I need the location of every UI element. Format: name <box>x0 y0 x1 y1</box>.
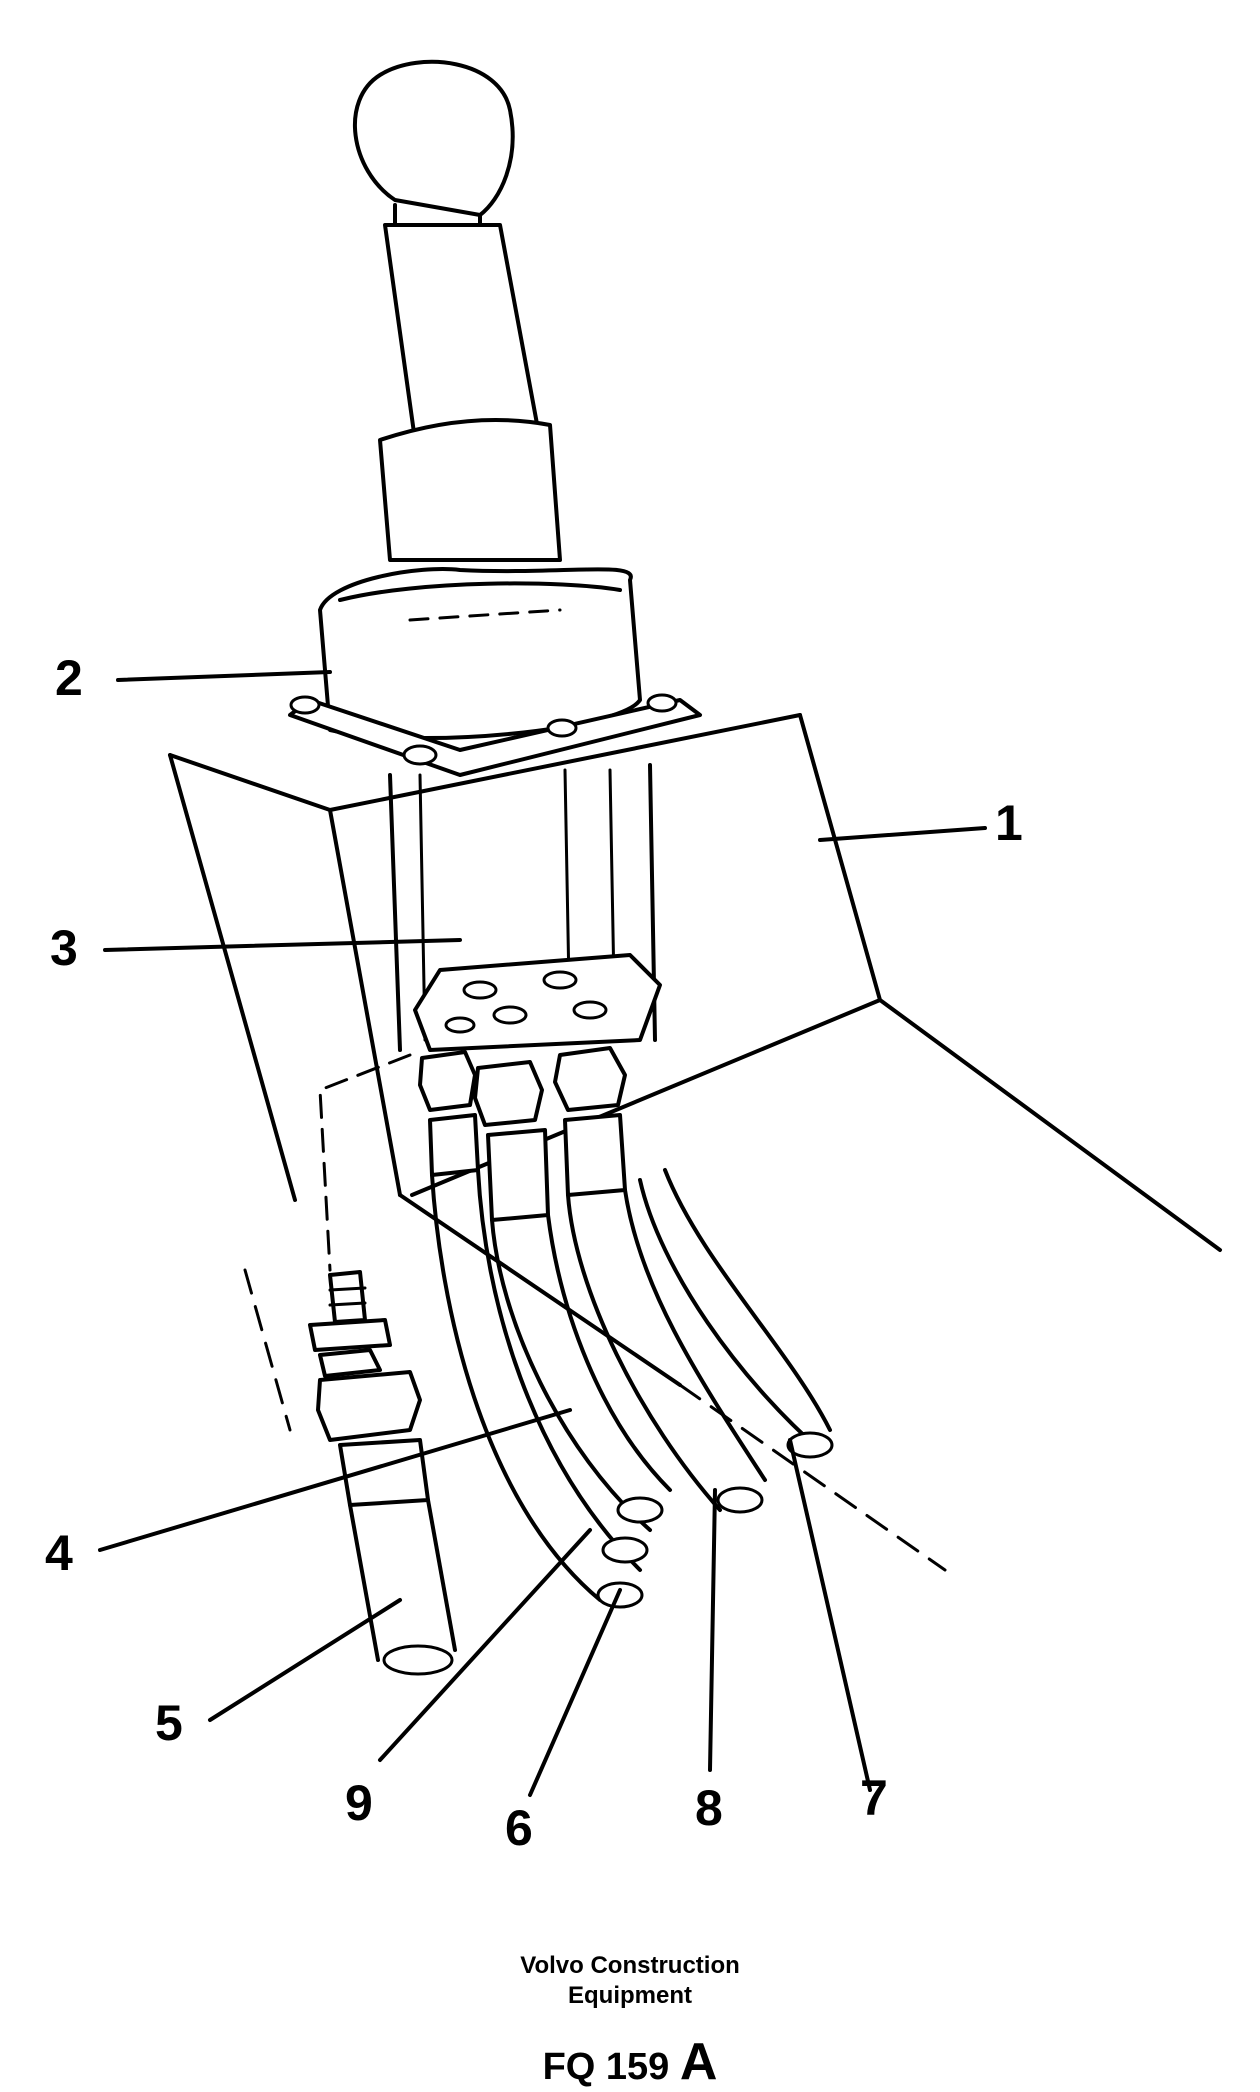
callout-6: 6 <box>505 1800 533 1856</box>
callout-3: 3 <box>50 920 78 976</box>
threaded-connector <box>308 1053 457 1676</box>
console-bracket <box>168 713 1222 1572</box>
lever-knob <box>352 59 542 442</box>
callout-8: 8 <box>695 1780 723 1836</box>
mounting-flange <box>288 693 702 777</box>
callout-9: 9 <box>345 1775 373 1831</box>
hoses <box>430 1168 834 1609</box>
callout-4: 4 <box>45 1525 73 1581</box>
figure-suffix: A <box>679 2033 718 2091</box>
valve-body <box>388 763 662 1052</box>
caption-company: Volvo Construction <box>520 1952 740 1979</box>
callout-5: 5 <box>155 1695 183 1751</box>
caption-company-line2: Equipment <box>568 1982 692 2009</box>
callout-7: 7 <box>860 1770 888 1826</box>
callout-1: 1 <box>995 795 1023 851</box>
boot-collar <box>318 418 642 741</box>
figure-number: FQ 159 <box>542 2046 670 2088</box>
leader-lines <box>98 670 987 1797</box>
callout-2: 2 <box>55 650 83 706</box>
figure-id: FQ 159 A <box>0 2032 1260 2092</box>
hose-fittings <box>418 1046 627 1222</box>
